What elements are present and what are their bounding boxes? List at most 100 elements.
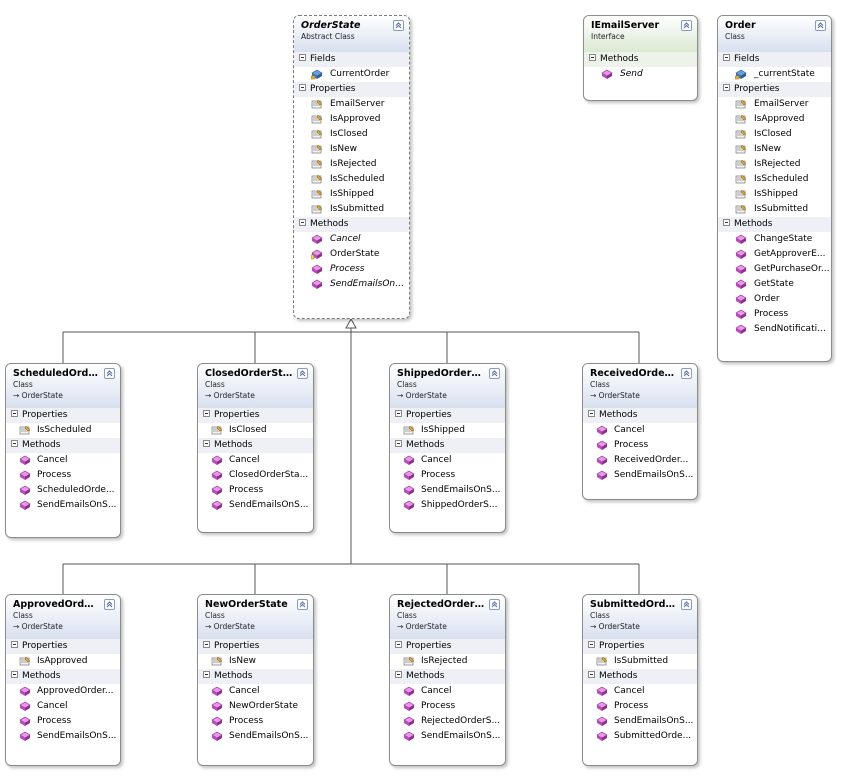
section-header-fields[interactable]: Fields <box>294 52 409 67</box>
member-item[interactable]: IsShipped <box>294 187 409 202</box>
member-item[interactable]: IsClosed <box>198 423 313 438</box>
member-item[interactable]: SendEmailsOnS... <box>583 714 697 729</box>
member-item[interactable]: IsScheduled <box>294 172 409 187</box>
member-item[interactable]: GetState <box>718 277 831 292</box>
collapse-minus-icon[interactable] <box>395 641 402 648</box>
collapse-chevron-icon[interactable] <box>681 368 692 379</box>
collapse-chevron-icon[interactable] <box>104 368 115 379</box>
member-item[interactable]: EmailServer <box>718 97 831 112</box>
member-item[interactable]: Process <box>583 438 697 453</box>
member-item[interactable]: IsNew <box>294 142 409 157</box>
section-header-properties[interactable]: Properties <box>390 639 505 654</box>
collapse-minus-icon[interactable] <box>203 671 210 678</box>
section-header-methods[interactable]: Methods <box>198 669 313 684</box>
collapse-chevron-icon[interactable] <box>815 20 826 31</box>
member-item[interactable]: SendEmailsOnS... <box>390 729 505 744</box>
member-item[interactable]: IsApproved <box>6 654 120 669</box>
collapse-minus-icon[interactable] <box>723 84 730 91</box>
member-item[interactable]: IsNew <box>718 142 831 157</box>
member-item[interactable]: Cancel <box>6 699 120 714</box>
member-item[interactable]: Order <box>718 292 831 307</box>
member-item[interactable]: IsScheduled <box>718 172 831 187</box>
member-item[interactable]: SendNotificatio... <box>718 322 831 337</box>
collapse-minus-icon[interactable] <box>203 440 210 447</box>
collapse-chevron-icon[interactable] <box>489 368 500 379</box>
member-item[interactable]: Process <box>390 468 505 483</box>
member-item[interactable]: CurrentOrder <box>294 67 409 82</box>
member-item[interactable]: Cancel <box>294 232 409 247</box>
collapse-chevron-icon[interactable] <box>104 599 115 610</box>
class-box-received[interactable]: ReceivedOrderS...Class→ OrderStateMethod… <box>582 363 698 500</box>
class-header[interactable]: ReceivedOrderS...Class→ OrderState <box>583 364 697 408</box>
collapse-minus-icon[interactable] <box>395 671 402 678</box>
section-header-properties[interactable]: Properties <box>198 408 313 423</box>
member-item[interactable]: Cancel <box>583 423 697 438</box>
member-item[interactable]: IsSubmitted <box>718 202 831 217</box>
class-header[interactable]: SubmittedOrder...Class→ OrderState <box>583 595 697 639</box>
member-item[interactable]: SendEmailsOnS... <box>6 498 120 513</box>
member-item[interactable]: SendEmailsOnS... <box>198 729 313 744</box>
member-item[interactable]: IsClosed <box>294 127 409 142</box>
collapse-minus-icon[interactable] <box>11 671 18 678</box>
section-header-methods[interactable]: Methods <box>584 52 697 67</box>
collapse-minus-icon[interactable] <box>299 84 306 91</box>
member-item[interactable]: ScheduledOrde... <box>6 483 120 498</box>
section-header-methods[interactable]: Methods <box>718 217 831 232</box>
member-item[interactable]: OrderState <box>294 247 409 262</box>
section-header-methods[interactable]: Methods <box>294 217 409 232</box>
class-header[interactable]: ScheduledOrder...Class→ OrderState <box>6 364 120 408</box>
collapse-minus-icon[interactable] <box>11 440 18 447</box>
class-header[interactable]: ApprovedOrder...Class→ OrderState <box>6 595 120 639</box>
member-item[interactable]: Process <box>294 262 409 277</box>
collapse-minus-icon[interactable] <box>395 440 402 447</box>
member-item[interactable]: Cancel <box>583 684 697 699</box>
section-header-methods[interactable]: Methods <box>198 438 313 453</box>
section-header-properties[interactable]: Properties <box>583 639 697 654</box>
member-item[interactable]: Send <box>584 67 697 82</box>
member-item[interactable]: Cancel <box>6 453 120 468</box>
member-item[interactable]: IsSubmitted <box>294 202 409 217</box>
member-item[interactable]: ShippedOrderS... <box>390 498 505 513</box>
collapse-minus-icon[interactable] <box>299 219 306 226</box>
member-item[interactable]: GetApproverE... <box>718 247 831 262</box>
member-item[interactable]: ChangeState <box>718 232 831 247</box>
section-header-properties[interactable]: Properties <box>198 639 313 654</box>
member-item[interactable]: SendEmailsOnS... <box>390 483 505 498</box>
member-item[interactable]: IsRejected <box>718 157 831 172</box>
member-item[interactable]: Cancel <box>198 684 313 699</box>
collapse-minus-icon[interactable] <box>588 671 595 678</box>
member-item[interactable]: NewOrderState <box>198 699 313 714</box>
section-header-properties[interactable]: Properties <box>718 82 831 97</box>
section-header-properties[interactable]: Properties <box>390 408 505 423</box>
member-item[interactable]: EmailServer <box>294 97 409 112</box>
section-header-methods[interactable]: Methods <box>6 669 120 684</box>
member-item[interactable]: IsRejected <box>294 157 409 172</box>
section-header-properties[interactable]: Properties <box>6 639 120 654</box>
member-item[interactable]: Cancel <box>390 453 505 468</box>
collapse-minus-icon[interactable] <box>299 54 306 61</box>
section-header-fields[interactable]: Fields <box>718 52 831 67</box>
section-header-properties[interactable]: Properties <box>6 408 120 423</box>
member-item[interactable]: SendEmailsOnS... <box>6 729 120 744</box>
collapse-minus-icon[interactable] <box>11 641 18 648</box>
member-item[interactable]: IsApproved <box>718 112 831 127</box>
member-item[interactable]: IsShipped <box>718 187 831 202</box>
class-box-rejected[interactable]: RejectedOrderSt...Class→ OrderStatePrope… <box>389 594 506 766</box>
member-item[interactable]: RejectedOrderS... <box>390 714 505 729</box>
member-item[interactable]: SubmittedOrde... <box>583 729 697 744</box>
collapse-chevron-icon[interactable] <box>681 20 692 31</box>
member-item[interactable]: IsNew <box>198 654 313 669</box>
collapse-minus-icon[interactable] <box>723 219 730 226</box>
